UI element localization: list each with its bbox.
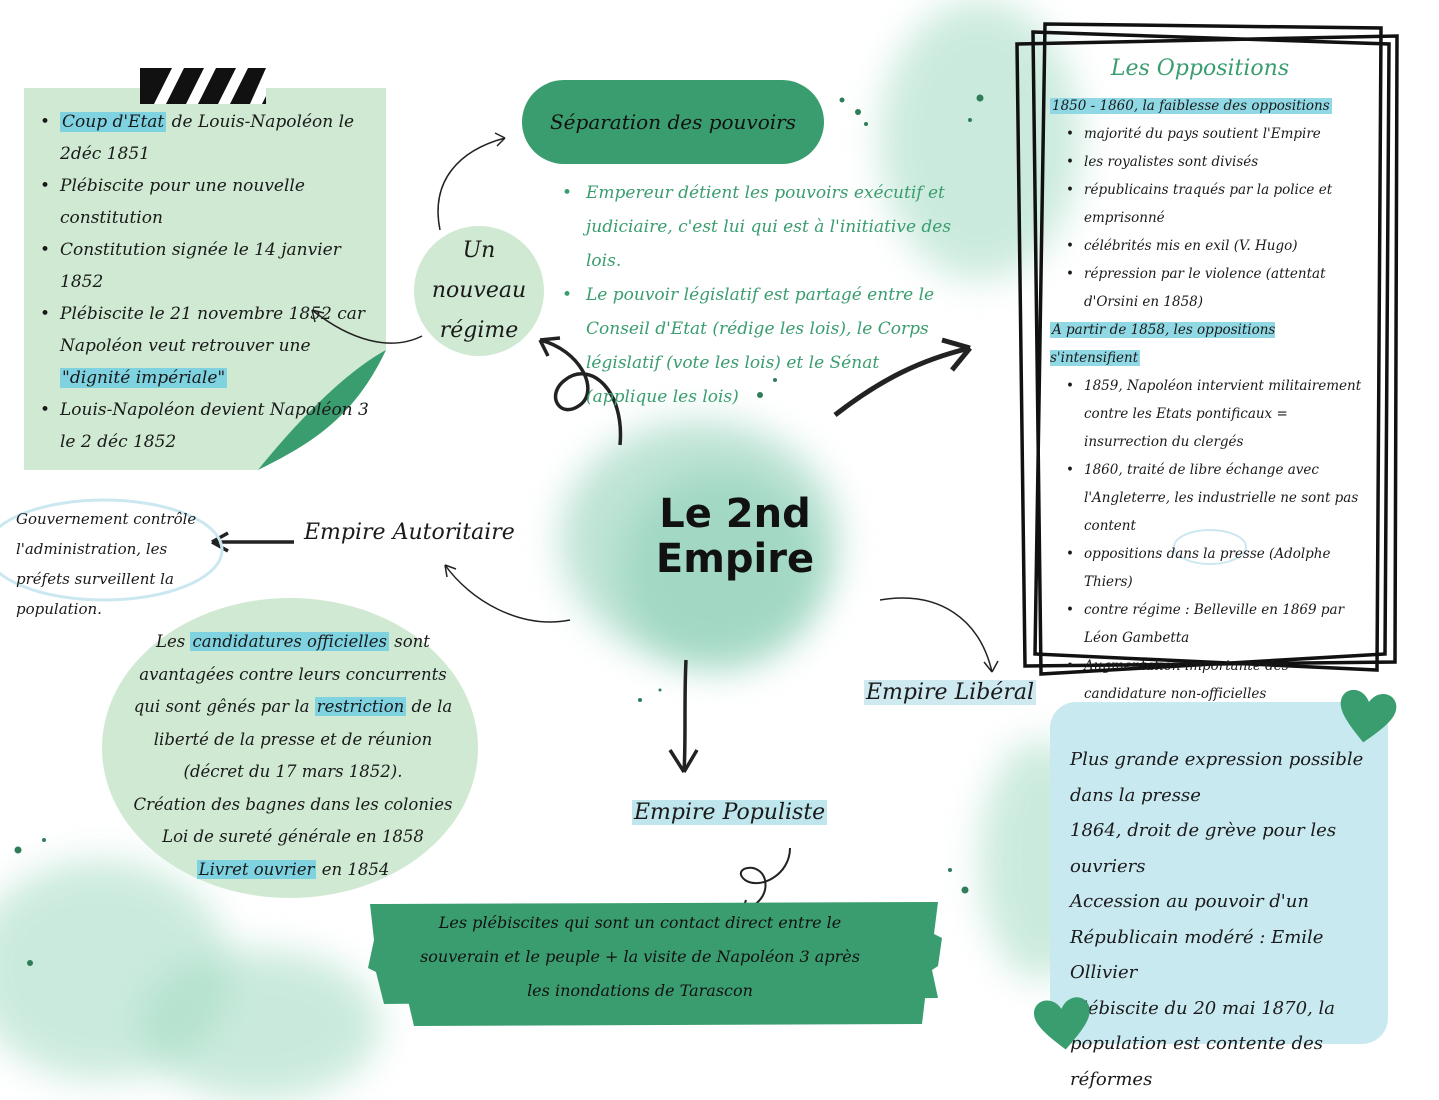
oppositions-item: majorité du pays soutient l'Empire bbox=[1050, 120, 1366, 148]
populiste-details: Les plébiscites qui sont un contact dire… bbox=[420, 913, 860, 1000]
regime-line2: régime bbox=[439, 318, 519, 343]
oppositions-item: Augmentation importante des candidature … bbox=[1050, 652, 1366, 708]
oppositions-item: contre régime : Belleville en 1869 par L… bbox=[1050, 596, 1366, 652]
gouvernement-note: Gouvernement contrôle l'administration, … bbox=[16, 510, 197, 618]
chronology-item: Constitution signée le 14 janvier 1852 bbox=[38, 234, 378, 298]
chronology-list: Coup d'Etat de Louis-Napoléon le 2déc 18… bbox=[38, 106, 378, 458]
empire-autoritaire-label: Empire Autoritaire bbox=[304, 520, 515, 545]
heart-icon bbox=[1034, 997, 1090, 1050]
central-title-line1: Le 2nd bbox=[659, 491, 811, 537]
chronology-item: Louis-Napoléon devient Napoléon 3 le 2 d… bbox=[38, 394, 378, 458]
watercolor-blob-bottom-left-2 bbox=[140, 950, 380, 1100]
autoritaire-line: Création des bagnes dans les colonies bbox=[133, 794, 453, 814]
liberal-line: 1864, droit de grève pour les ouvriers bbox=[1070, 820, 1337, 877]
regime-line1: Un nouveau bbox=[431, 238, 527, 303]
central-title: Le 2nd Empire bbox=[640, 492, 830, 582]
chronology-item: Plébiscite le 21 novembre 1852 car Napol… bbox=[38, 298, 378, 394]
oppositions-item: républicains traqués par la police et em… bbox=[1050, 176, 1366, 232]
oppositions-item: 1860, traité de libre échange avec l'Ang… bbox=[1050, 456, 1366, 540]
oppositions-item: oppositions dans la presse (Adolphe Thie… bbox=[1050, 540, 1366, 596]
oppositions-period-2: A partir de 1858, les oppositions s'inte… bbox=[1050, 322, 1276, 366]
central-title-line2: Empire bbox=[655, 536, 815, 582]
separation-list: Empereur détient les pouvoirs exécutif e… bbox=[562, 176, 960, 414]
oppositions-item: célébrités mis en exil (V. Hugo) bbox=[1050, 232, 1366, 260]
heart-icon bbox=[1340, 689, 1397, 743]
populiste-brush-banner bbox=[368, 902, 942, 1026]
oppositions-item: répression par le violence (attentat d'O… bbox=[1050, 260, 1366, 316]
separation-item: Le pouvoir législatif est partagé entre … bbox=[562, 278, 960, 414]
autoritaire-paragraph: Les candidatures officielles sont avanta… bbox=[133, 632, 453, 781]
oppositions-item: les royalistes sont divisés bbox=[1050, 148, 1366, 176]
oppositions-title: Les Oppositions bbox=[1110, 56, 1290, 81]
oppositions-content: 1850 - 1860, la faiblesse des opposition… bbox=[1050, 92, 1366, 708]
watercolor-blob-center-2 bbox=[620, 470, 820, 670]
chronology-item: Coup d'Etat de Louis-Napoléon le 2déc 18… bbox=[38, 106, 378, 170]
liberal-line: Plus grande expression possible dans la … bbox=[1070, 749, 1364, 806]
oppositions-period-1: 1850 - 1860, la faiblesse des opposition… bbox=[1050, 98, 1332, 114]
striped-tape bbox=[140, 68, 266, 104]
empire-populiste-label: Empire Populiste bbox=[632, 800, 828, 825]
separation-item: Empereur détient les pouvoirs exécutif e… bbox=[562, 176, 960, 278]
oppositions-frame bbox=[1015, 22, 1399, 676]
autoritaire-line: Loi de sureté générale en 1858 bbox=[162, 827, 424, 846]
liberal-line: Accession au pouvoir d'un Républicain mo… bbox=[1070, 891, 1324, 983]
autoritaire-line: Livret ouvrier en 1854 bbox=[196, 859, 390, 879]
oppositions-item: 1859, Napoléon intervient militairement … bbox=[1050, 372, 1366, 456]
separation-title: Séparation des pouvoirs bbox=[549, 110, 796, 134]
liberal-box bbox=[1050, 702, 1388, 1044]
autoritaire-details: Les candidatures officielles sont avanta… bbox=[128, 626, 458, 886]
chronology-item: Plébiscite pour une nouvelle constitutio… bbox=[38, 170, 378, 234]
empire-liberal-label: Empire Libéral bbox=[864, 680, 1036, 705]
nouveau-regime-node: Un nouveau régime bbox=[414, 226, 544, 356]
separation-pouvoirs-pill: Séparation des pouvoirs bbox=[522, 80, 824, 164]
